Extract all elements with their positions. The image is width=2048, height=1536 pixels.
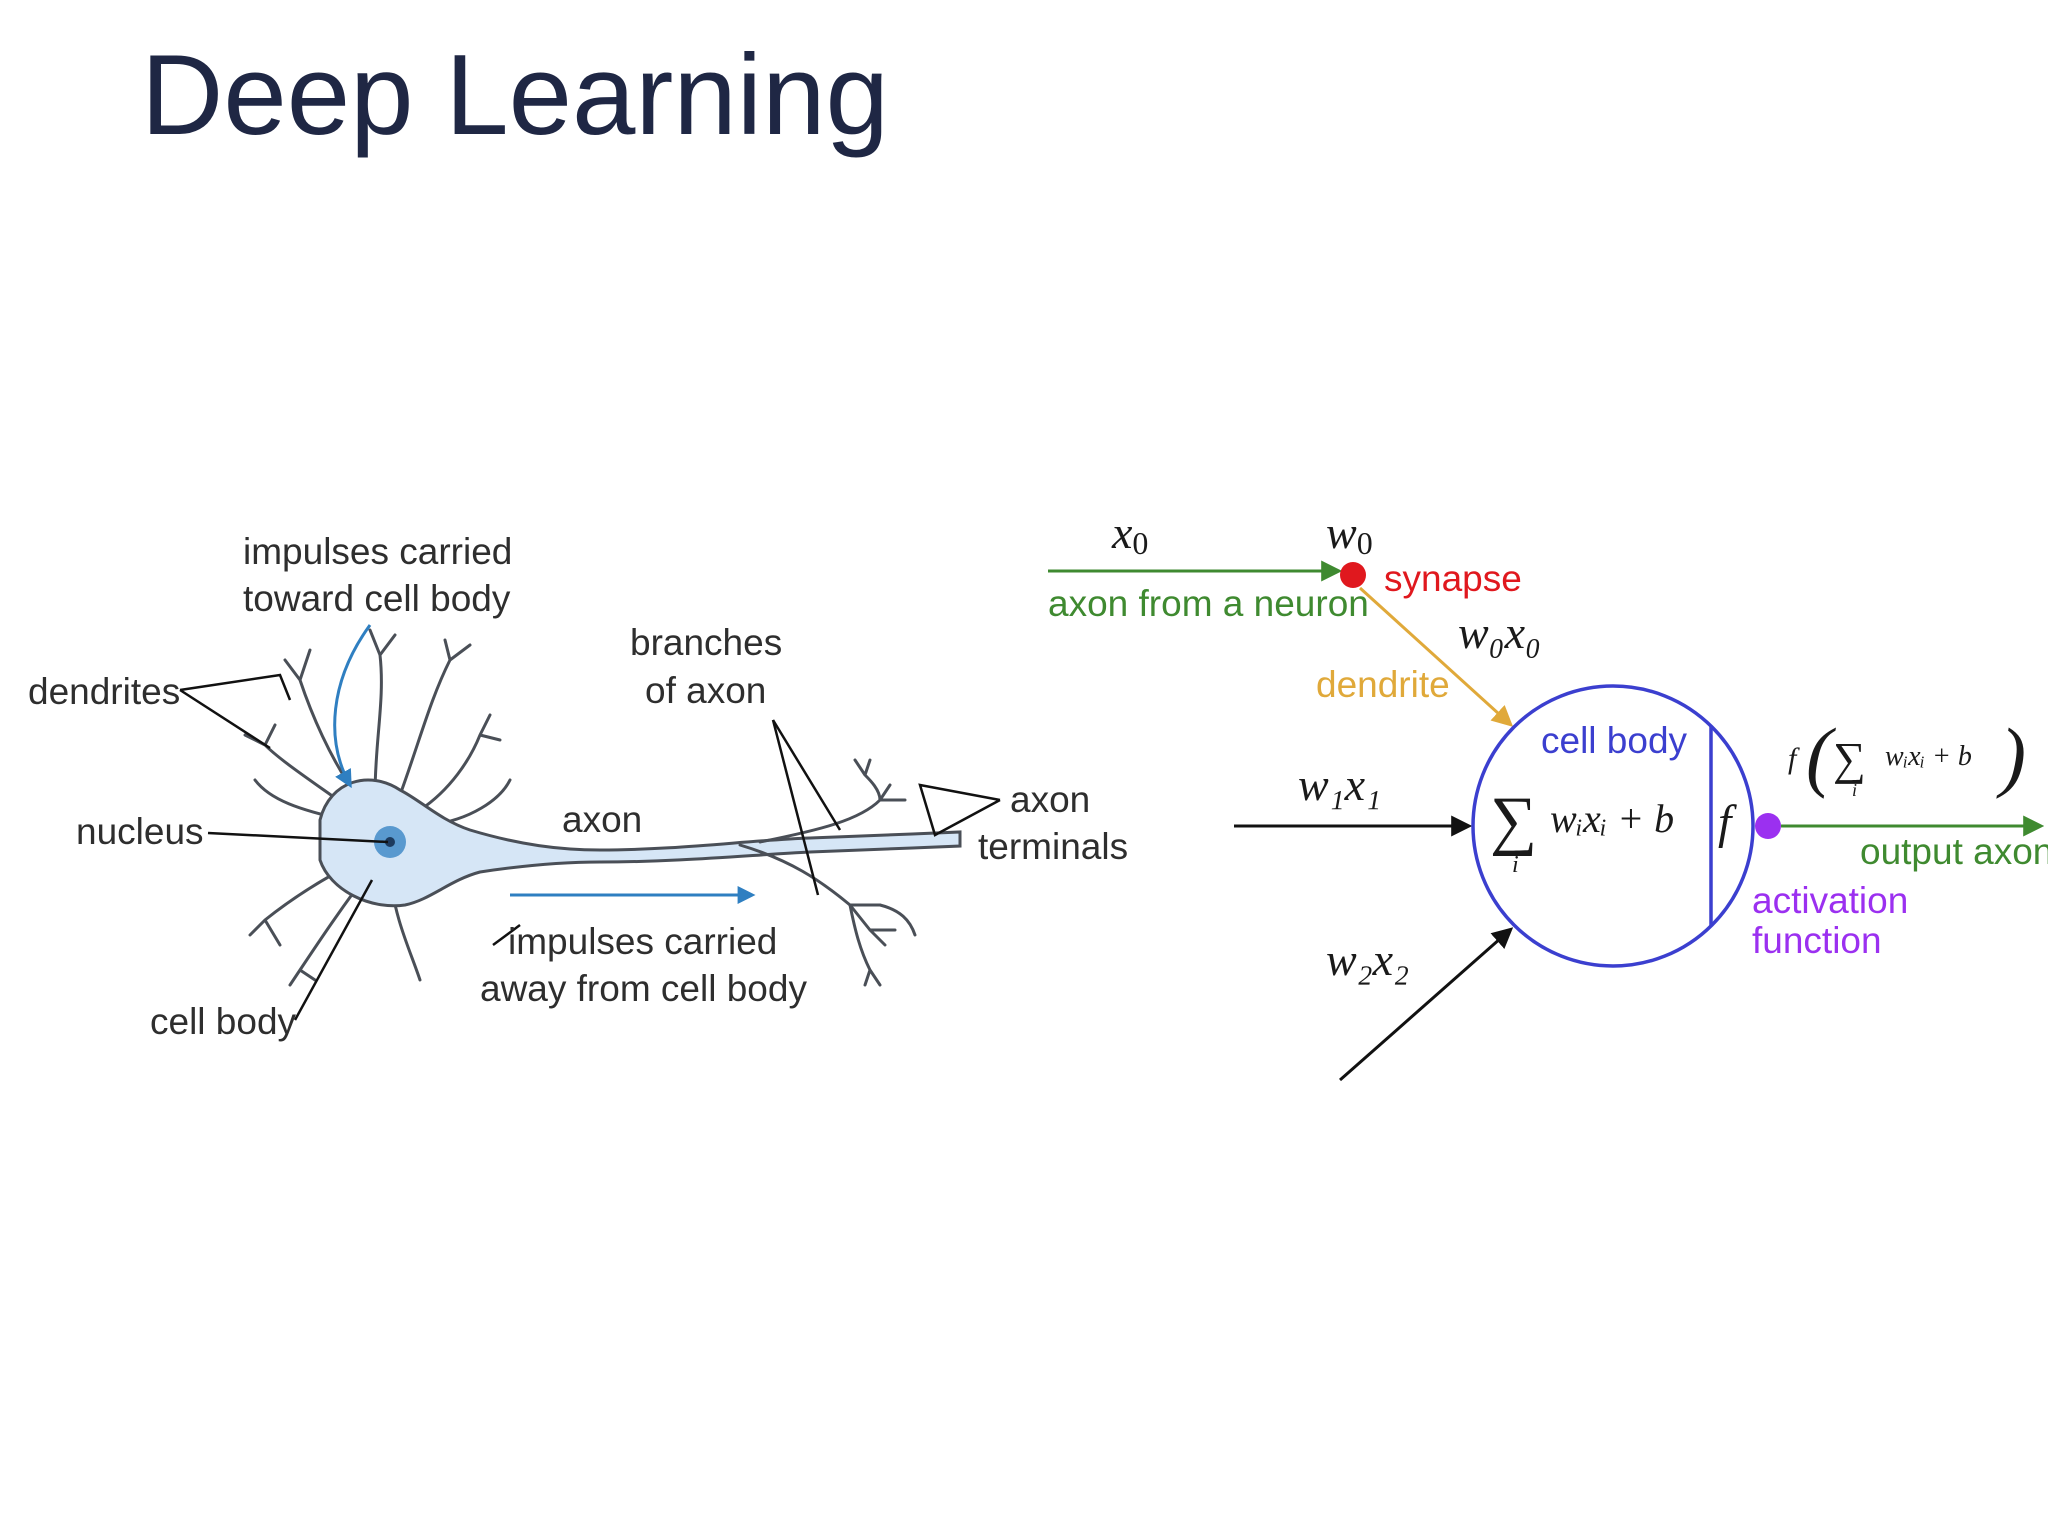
label-branches-1: branches (630, 622, 782, 663)
dendrite-line (1358, 586, 1514, 727)
math-x0: x0 (1111, 507, 1148, 561)
math-sigma-index: i (1512, 852, 1519, 878)
cell-body-shape (318, 778, 962, 908)
math-sigma: ∑ (1490, 784, 1537, 857)
label-pointers (179, 673, 1001, 1021)
math-output-index: i (1852, 780, 1857, 800)
label-activation-1: activation (1752, 880, 1908, 921)
label-axon-terminals-2: terminals (978, 826, 1128, 867)
label-axon: axon (562, 799, 642, 840)
artificial-cell-body (1471, 684, 1755, 968)
label-impulses-away-2: away from cell body (480, 968, 807, 1009)
math-output-f: f (1788, 742, 1800, 775)
label-synapse: synapse (1384, 558, 1522, 599)
math-w0: w0 (1326, 507, 1373, 561)
activation-dot (1755, 813, 1781, 839)
axon-terminals-drawing (738, 758, 917, 987)
input-w2x2-line (1339, 927, 1514, 1082)
label-branches-2: of axon (645, 670, 766, 711)
label-impulses-toward-2: toward cell body (243, 578, 511, 619)
label-impulses-away-1: impulses carried (508, 921, 777, 962)
math-w1x1: w₁x₁ (1298, 759, 1381, 810)
label-axon-terminals-1: axon (1010, 779, 1090, 820)
math-output-lparen: ( (1806, 712, 1836, 799)
neuron-labels: impulses carried toward cell body dendri… (28, 531, 1128, 1042)
biological-neuron: impulses carried toward cell body dendri… (28, 531, 1128, 1042)
label-axon-from-neuron: axon from a neuron (1048, 583, 1369, 624)
label-output-axon: output axon (1860, 831, 2048, 872)
math-w0x0: w₀x₀ (1458, 607, 1541, 658)
math-w2x2: w₂x₂ (1326, 934, 1409, 985)
impulse-toward-arrow (333, 624, 372, 789)
label-activation-2: function (1752, 920, 1882, 961)
math-sum-expression: wᵢxᵢ + b (1550, 796, 1674, 841)
math-output-rparen: ) (1996, 712, 2026, 799)
label-cell-body-artificial: cell body (1541, 720, 1688, 761)
label-dendrites: dendrites (28, 671, 180, 712)
slide-title: Deep Learning (141, 32, 889, 159)
math-output-sigma: ∑ (1833, 733, 1866, 784)
math-output-expression: wᵢxᵢ + b (1885, 741, 1972, 772)
label-impulses-toward-1: impulses carried (243, 531, 512, 572)
label-cell-body: cell body (150, 1001, 297, 1042)
synapse-dot (1340, 562, 1366, 588)
artificial-neuron: x0 w0 w₀x₀ w₁x₁ w₂x₂ ∑ i wᵢxᵢ + b f f ( … (1048, 507, 2048, 1082)
nucleus-dot (385, 837, 395, 847)
label-nucleus: nucleus (76, 811, 204, 852)
label-dendrite: dendrite (1316, 664, 1450, 705)
